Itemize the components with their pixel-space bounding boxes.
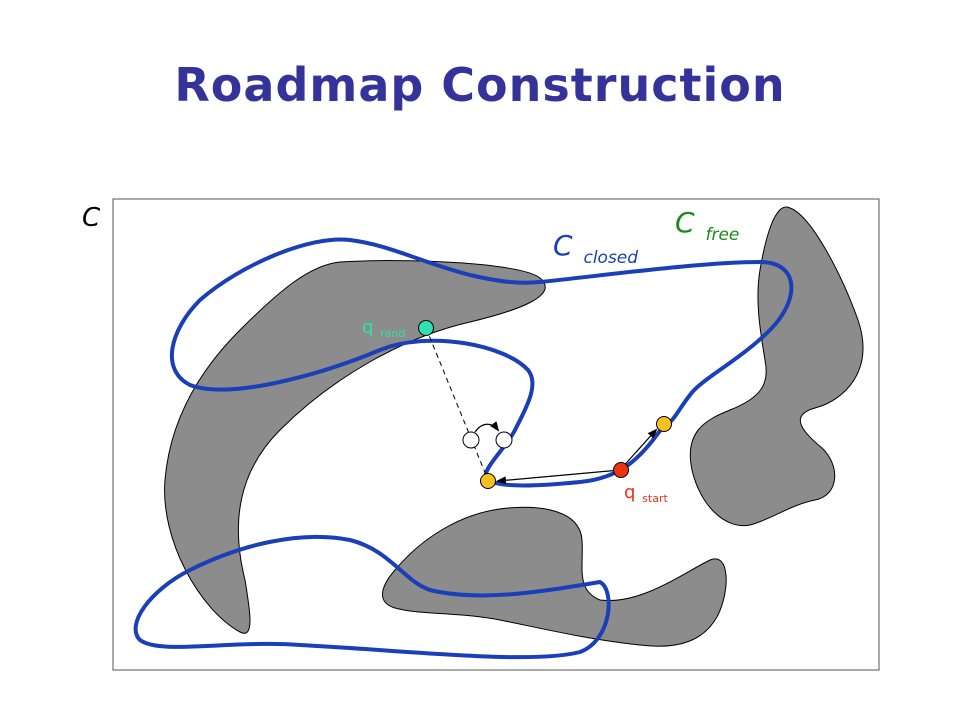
milestone-node-left	[480, 473, 496, 489]
edge-start-to-left	[496, 469, 621, 485]
q-rand-label-sub: rand	[380, 327, 405, 340]
obstacle-left	[164, 260, 546, 634]
c-free-label: C free	[675, 206, 739, 245]
closed-curve-path	[170, 237, 794, 488]
q-rand-node	[418, 320, 434, 336]
candidate-node-right	[495, 431, 513, 449]
c-free-label-sub: free	[705, 225, 739, 245]
q-rand-label: q rand	[362, 317, 405, 340]
q-start-label-sub: start	[642, 492, 668, 505]
obstacle-right	[689, 206, 864, 527]
q-rand-label-main: q	[362, 317, 373, 338]
c-closed-label-main: C	[553, 229, 573, 262]
lower-curve-path	[133, 534, 611, 660]
c-closed-label-sub: closed	[583, 248, 638, 268]
candidate-node-left	[462, 431, 480, 449]
q-start-node	[613, 462, 629, 478]
c-closed-label: C closed	[553, 229, 638, 268]
milestone-node-right	[656, 416, 672, 432]
rand-connection-dashed	[425, 327, 489, 481]
c-free-label-main: C	[675, 206, 695, 239]
obstacle-bottom	[382, 506, 727, 647]
page-title: Roadmap Construction	[174, 58, 786, 112]
q-start-label-main: q	[624, 482, 635, 503]
q-start-label: q start	[624, 482, 668, 505]
edge-start-to-right	[619, 428, 658, 471]
c-space-label: C	[82, 203, 101, 233]
candidate-arc-arrow	[474, 421, 500, 433]
